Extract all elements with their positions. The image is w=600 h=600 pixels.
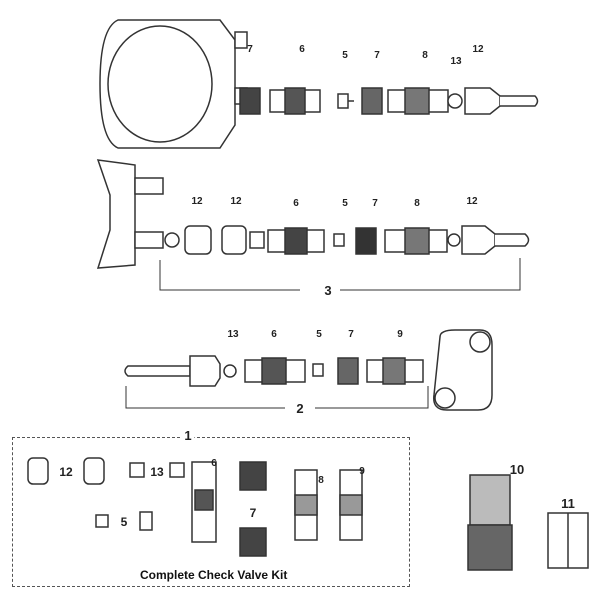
- kit-callout-7: 7: [249, 506, 257, 520]
- callout-top-5: 8: [422, 50, 428, 61]
- check-valve-kit-box: [12, 437, 410, 587]
- callout-low-4: 7: [348, 329, 354, 340]
- lower-parts: [124, 329, 493, 411]
- ring-bracket: [99, 19, 248, 149]
- group-label-2: 2: [296, 401, 304, 416]
- callout-top-1: 7: [247, 44, 253, 55]
- part-10: [467, 474, 513, 571]
- callout-top-4: 7: [374, 50, 380, 61]
- kit-callout-12: 12: [59, 465, 73, 479]
- callout-top-6: 13: [450, 56, 462, 67]
- callout-11: 11: [561, 496, 575, 511]
- callout-mid-3: 6: [293, 198, 299, 209]
- bracket-2: [125, 386, 429, 409]
- group-label-1: 1: [181, 428, 195, 443]
- kit-callout-8: 8: [318, 475, 324, 486]
- callout-low-1: 13: [227, 329, 239, 340]
- middle-parts: [164, 225, 530, 255]
- valve-bracket: [96, 159, 164, 269]
- callout-low-2: 6: [271, 329, 277, 340]
- top-parts: [239, 87, 539, 115]
- callout-top-2: 6: [299, 44, 305, 55]
- kit-callout-5: 5: [120, 515, 128, 529]
- kit-callout-13: 13: [150, 465, 164, 479]
- callout-mid-7: 12: [466, 196, 478, 207]
- kit-parts: [27, 457, 363, 557]
- callout-10: 10: [509, 462, 525, 477]
- callout-top-3: 5: [342, 50, 348, 61]
- callout-mid-2: 12: [230, 196, 242, 207]
- callout-mid-4: 5: [342, 198, 348, 209]
- callout-mid-1: 12: [191, 196, 203, 207]
- kit-title: Complete Check Valve Kit: [140, 568, 288, 582]
- callout-mid-6: 8: [414, 198, 420, 209]
- group-label-3: 3: [324, 283, 332, 298]
- part-11: [547, 512, 589, 569]
- callout-low-5: 9: [397, 329, 403, 340]
- kit-callout-6: 6: [211, 458, 217, 469]
- bracket-3: [159, 258, 521, 291]
- callout-mid-5: 7: [372, 198, 378, 209]
- kit-callout-9: 9: [359, 466, 365, 477]
- callout-low-3: 5: [316, 329, 322, 340]
- callout-top-7: 12: [472, 44, 484, 55]
